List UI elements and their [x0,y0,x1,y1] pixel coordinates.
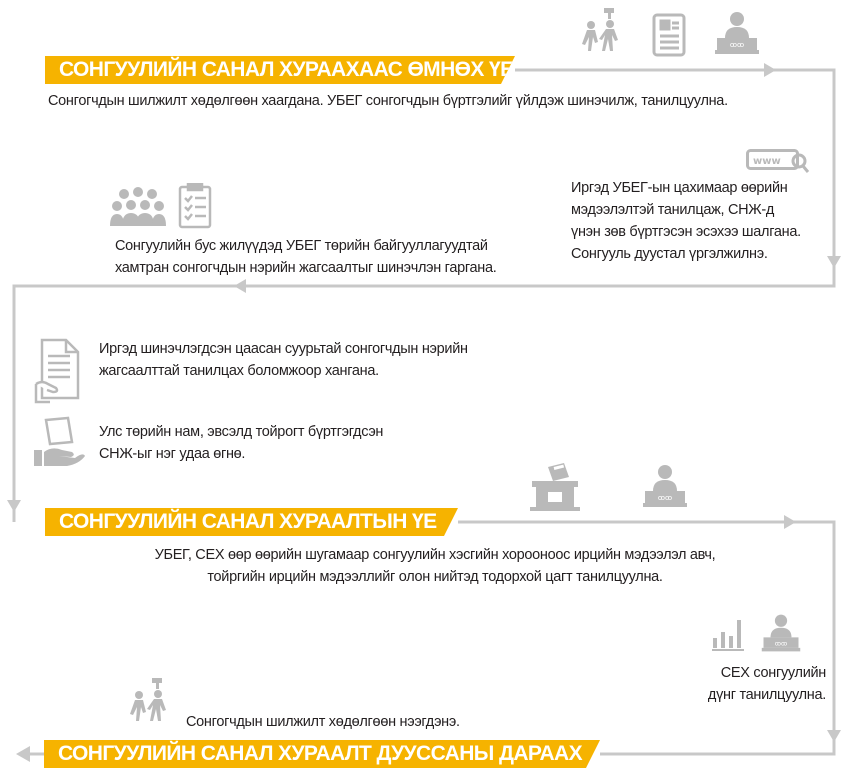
parties-line: Улс төрийн нам, эвсэлд тойрогт бүртгэгдс… [99,424,384,440]
document-icon [651,12,687,58]
off-year-line: хамтран сонгогчдын нэрийн жагсаалтыг шин… [115,260,497,276]
turnout-line: тойргийн ирцийн мэдээллийг олон нийтэд т… [207,569,663,585]
online-check-line: Сонгууль дуустал үргэлжилнэ. [571,246,768,262]
svg-text:www: www [753,156,781,167]
svg-text:ꝏꝏ: ꝏꝏ [730,41,744,49]
off-year-block: Сонгуулийн бус жилүүдэд УБЕГ төрийн байг… [115,235,497,279]
online-check-line: үнэн зөв бүртгэсэн эсэхээ шалгана. [571,224,801,240]
presenter-icon: ꝏꝏ [760,612,802,654]
walking-people-icon [576,6,628,58]
registration-text: Сонгогчдын шилжилт хөдөлгөөн хаагдана. У… [48,93,728,109]
results-line: дүнг танилцуулна. [707,687,826,703]
crowd-icon [110,186,166,230]
online-check-line: мэдээлэлтэй танилцаж, СНЖ-д [571,202,775,218]
off-year-line: Сонгуулийн бус жилүүдэд УБЕГ төрийн байг… [115,238,488,254]
presenter-icon: ꝏꝏ [641,463,689,509]
online-check-block: Иргэд УБЕГ-ын цахимаар өөрийн мэдээлэлтэ… [571,177,801,265]
ballot-box-icon [528,463,582,513]
results-line: СЕХ сонгуулийн [720,665,827,681]
handout-icon [32,416,86,468]
movement-opened-text: Сонгогчдын шилжилт хөдөлгөөн нээгдэнэ. [186,714,460,730]
after-voting-banner: СОНГУУЛИЙН САНАЛ ХУРААЛТ ДУУССАНЫ ДАРААХ [44,740,600,768]
bar-chart-icon [712,616,746,652]
walking-people-icon [124,676,176,728]
presenter-icon: ꝏꝏ [713,10,761,56]
parties-block: Улс төрийн нам, эвсэлд тойрогт бүртгэгдс… [99,421,383,465]
paper-list-line: жагсаалттай танилцах боломжоор хангана. [99,363,379,379]
results-block: СЕХ сонгуулийн дүнг танилцуулна. [686,662,826,706]
svg-text:ꝏꝏ: ꝏꝏ [658,494,672,502]
svg-text:ꝏꝏ: ꝏꝏ [775,640,787,647]
web-search-icon: www [746,147,810,175]
checklist-icon [178,183,212,229]
paper-list-icon [34,338,82,404]
turnout-block: УБЕГ, СЕХ өөр өөрийн шугамаар сонгуулийн… [120,544,750,588]
online-check-line: Иргэд УБЕГ-ын цахимаар өөрийн [571,180,788,196]
paper-list-block: Иргэд шинэчлэгдсэн цаасан суурьтай сонго… [99,338,468,382]
voting-day-banner: СОНГУУЛИЙН САНАЛ ХУРААЛТЫН ҮЕ [45,508,458,536]
before-voting-banner: СОНГУУЛИЙН САНАЛ ХУРААХААС ӨМНӨХ ҮЕ [45,56,515,84]
turnout-line: УБЕГ, СЕХ өөр өөрийн шугамаар сонгуулийн… [154,547,716,563]
parties-line: СНЖ-ыг нэг удаа өгнө. [99,446,246,462]
paper-list-line: Иргэд шинэчлэгдсэн цаасан суурьтай сонго… [99,341,468,357]
